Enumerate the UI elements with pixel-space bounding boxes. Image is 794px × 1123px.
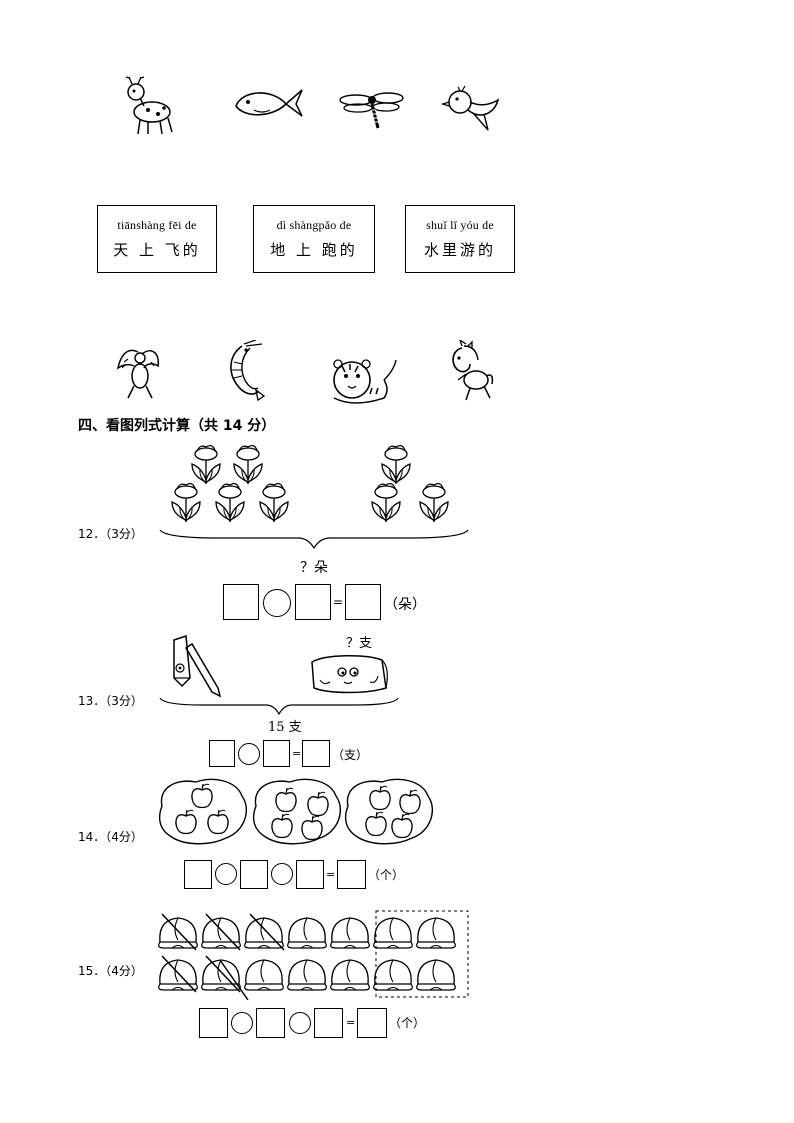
section-title: 四、看图列式计算（共 14 分） (78, 418, 276, 434)
unit-label-12: （朵） (384, 597, 426, 613)
answer-box[interactable] (302, 740, 330, 767)
operator-circle[interactable] (271, 863, 293, 885)
question-15-label: 15．（4分） (78, 964, 143, 978)
operator-circle[interactable] (231, 1012, 253, 1034)
pencil-case-icon (306, 650, 392, 696)
card-hanzi: 天 上 飞的 (113, 241, 201, 259)
apple-plates (156, 776, 440, 848)
category-card-land: dì shàngpǎo de 地 上 跑的 (253, 205, 375, 273)
unit-label-14: （个） (368, 868, 405, 882)
category-card-water: shuǐ lǐ yóu de 水里游的 (405, 205, 515, 273)
bird-icon (440, 84, 504, 134)
unit-label-13: （支） (332, 748, 369, 762)
flower-group-left (160, 442, 310, 530)
shrimp-icon (222, 340, 268, 404)
answer-box[interactable] (240, 860, 268, 889)
card-pinyin: tiānshàng fēi de (117, 218, 197, 232)
card-hanzi: 水里游的 (423, 241, 496, 259)
operator-circle[interactable] (238, 743, 260, 765)
answer-box[interactable] (209, 740, 235, 767)
question-12-label: 12．（3分） (78, 527, 143, 541)
card-pinyin: shuǐ lǐ yóu de (426, 218, 494, 232)
answer-box[interactable] (345, 584, 381, 620)
answer-box[interactable] (296, 860, 324, 889)
equals-sign: = (333, 595, 344, 609)
fish-icon (232, 84, 306, 124)
horse-icon (448, 340, 494, 404)
card-pinyin: dì shàngpǎo de (276, 218, 352, 232)
answer-box[interactable] (223, 584, 259, 620)
total-label-13: 15 支 (268, 720, 302, 735)
brace-13 (158, 696, 400, 716)
card-hanzi: 地 上 跑的 (270, 241, 358, 259)
deer-icon (118, 76, 180, 138)
answer-box[interactable] (184, 860, 212, 889)
answer-box[interactable] (263, 740, 290, 767)
brace-12 (158, 528, 470, 550)
peach-rows (156, 910, 472, 1000)
pencil-icon (168, 634, 228, 700)
operator-circle[interactable] (215, 863, 237, 885)
answer-box[interactable] (199, 1008, 228, 1038)
category-card-sky: tiānshàng fēi de 天 上 飞的 (97, 205, 217, 273)
equals-sign: = (292, 747, 302, 760)
answer-box[interactable] (256, 1008, 285, 1038)
operator-circle[interactable] (263, 589, 291, 617)
eagle-icon (116, 344, 162, 402)
answer-box[interactable] (314, 1008, 343, 1038)
answer-box[interactable] (295, 584, 331, 620)
equals-sign: = (326, 868, 336, 881)
operator-circle[interactable] (289, 1012, 311, 1034)
unit-label-15: （个） (389, 1016, 426, 1030)
answer-box[interactable] (337, 860, 366, 889)
equals-sign: = (346, 1016, 356, 1029)
flower-group-right (362, 442, 464, 530)
part-label-13: ？支 (346, 636, 373, 651)
question-14-label: 14．（4分） (78, 830, 143, 844)
total-label-12: ？朵 (300, 560, 328, 576)
answer-box[interactable] (357, 1008, 387, 1038)
dragonfly-icon (336, 88, 406, 132)
tiger-icon (326, 356, 398, 408)
question-13-label: 13．（3分） (78, 694, 143, 708)
